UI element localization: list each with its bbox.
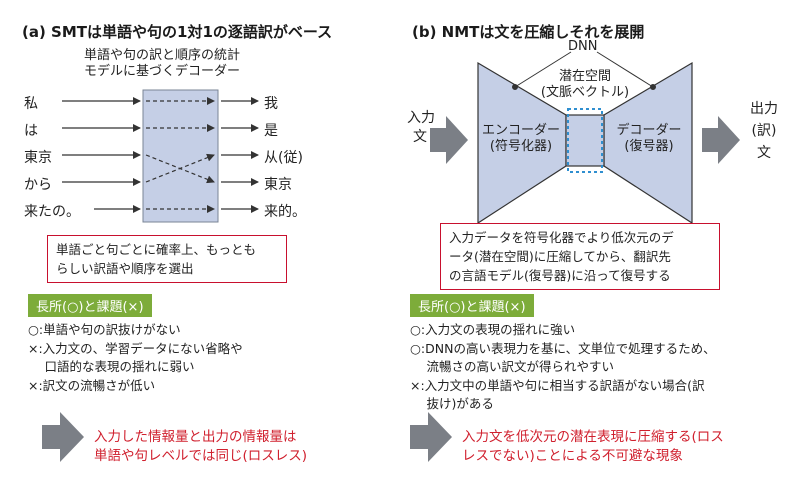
input-label-line: 文 — [413, 129, 427, 145]
decoder-line: デコーダー — [616, 123, 682, 138]
target-arrows — [221, 97, 259, 213]
input-block-arrow — [430, 116, 468, 164]
explanation-line: 入力データを符号化器でより低次元のデ — [449, 230, 674, 245]
source-word: から — [24, 177, 52, 193]
latent-line: 潜在空間 — [558, 69, 611, 84]
explanation-line: らしい訳語や順序を選出 — [56, 261, 194, 276]
source-word: 私 — [24, 96, 38, 112]
decoder-label: デコーダー (復号器) — [606, 123, 692, 155]
output-sentence-label: 出力 (訳) 文 — [744, 98, 784, 164]
point-item: ×:入力文の、学習データにない省略や — [28, 340, 243, 356]
source-word: 東京 — [24, 150, 52, 166]
conclusion-line: レスでない)ことによる不可避な現象 — [462, 448, 683, 464]
target-word: 来的。 — [264, 204, 306, 220]
target-word: 我 — [264, 96, 278, 112]
left-conclusion-arrow — [42, 412, 84, 462]
decoder-line: (復号器) — [624, 139, 674, 154]
input-sentence-label: 入力 文 — [407, 109, 435, 147]
smt-explanation-box: 単語ごと句ごとに確率上、もっとも らしい訳語や順序を選出 — [47, 235, 287, 283]
output-block-arrow — [702, 116, 740, 164]
stat-note-line-1: 単語や句の訳と順序の統計 — [84, 48, 241, 63]
point-item: ○:入力文の表現の揺れに強い — [410, 322, 576, 337]
smt-section-label: 長所(○)と課題(×) — [28, 294, 152, 317]
point-item: 流暢さの高い訳文が得られやすい — [410, 359, 614, 374]
point-item: 抜け)がある — [410, 396, 494, 411]
input-label-line: 入力 — [407, 110, 435, 126]
nmt-explanation-box: 入力データを符号化器でより低次元のデ ータ(潜在空間)に圧縮してから、翻訳先 の… — [440, 223, 720, 290]
conclusion-line: 単語や句レベルでは同じ(ロスレス) — [94, 448, 308, 464]
conclusion-line: 入力文を低次元の潜在表現に圧縮する(ロス — [462, 429, 724, 445]
latent-space-label: 潜在空間 (文脈ベクトル) — [538, 69, 632, 101]
source-word: 来たの。 — [24, 204, 80, 220]
smt-points: ○:単語や句の訳抜けがない ×:入力文の、学習データにない省略や 口語的な表現の… — [28, 321, 243, 395]
latent-space-marker — [567, 108, 603, 173]
source-word: は — [24, 123, 38, 139]
latent-bridge — [565, 114, 605, 167]
output-label-line: (訳) — [751, 123, 777, 139]
nmt-conclusion: 入力文を低次元の潜在表現に圧縮する(ロス レスでない)ことによる不可避な現象 — [462, 428, 724, 466]
point-item: 口語的な表現の揺れに弱い — [28, 359, 195, 374]
mapping-arrows — [145, 97, 215, 213]
target-word: 東京 — [264, 177, 292, 193]
target-word: 是 — [264, 123, 278, 139]
explanation-line: の言語モデル(復号器)に沿って復号する — [449, 268, 671, 283]
smt-title: (a) SMTは単語や句の1対1の逐語訳がベース — [22, 23, 333, 41]
stat-note-line-2: モデルに基づくデコーダー — [84, 64, 241, 79]
conclusion-line: 入力した情報量と出力の情報量は — [94, 429, 297, 445]
nmt-points: ○:入力文の表現の揺れに強い ○:DNNの高い表現力を基に、文単位で処理するため… — [410, 321, 716, 414]
explanation-line: ータ(潜在空間)に圧縮してから、翻訳先 — [449, 249, 671, 264]
dnn-label: DNN — [568, 39, 598, 54]
explanation-line: 単語ごと句ごとに確率上、もっとも — [56, 242, 257, 257]
dnn-leaders — [512, 51, 656, 90]
right-conclusion-arrow — [410, 412, 452, 462]
output-label-line: 文 — [757, 145, 771, 161]
encoder-label: エンコーダー (符号化器) — [478, 123, 564, 155]
source-arrows — [62, 97, 141, 213]
smt-conclusion: 入力した情報量と出力の情報量は 単語や句レベルでは同じ(ロスレス) — [94, 428, 307, 466]
latent-line: (文脈ベクトル) — [540, 85, 630, 100]
point-item: ×:入力文中の単語や句に相当する訳語がない場合(訳 — [410, 377, 705, 393]
nmt-title: (b) NMTは文を圧縮しそれを展開 — [412, 23, 645, 41]
point-item: ○:単語や句の訳抜けがない — [28, 322, 181, 337]
encoder-line: (符号化器) — [489, 139, 553, 154]
point-item: ○:DNNの高い表現力を基に、文単位で処理するため、 — [410, 340, 716, 356]
smt-model-box — [142, 89, 219, 223]
nmt-section-label: 長所(○)と課題(×) — [410, 294, 534, 317]
output-label-line: 出力 — [750, 101, 778, 117]
target-word: 从(従) — [264, 150, 303, 166]
encoder-line: エンコーダー — [481, 123, 560, 138]
point-item: ×:訳文の流暢さが低い — [28, 377, 156, 393]
